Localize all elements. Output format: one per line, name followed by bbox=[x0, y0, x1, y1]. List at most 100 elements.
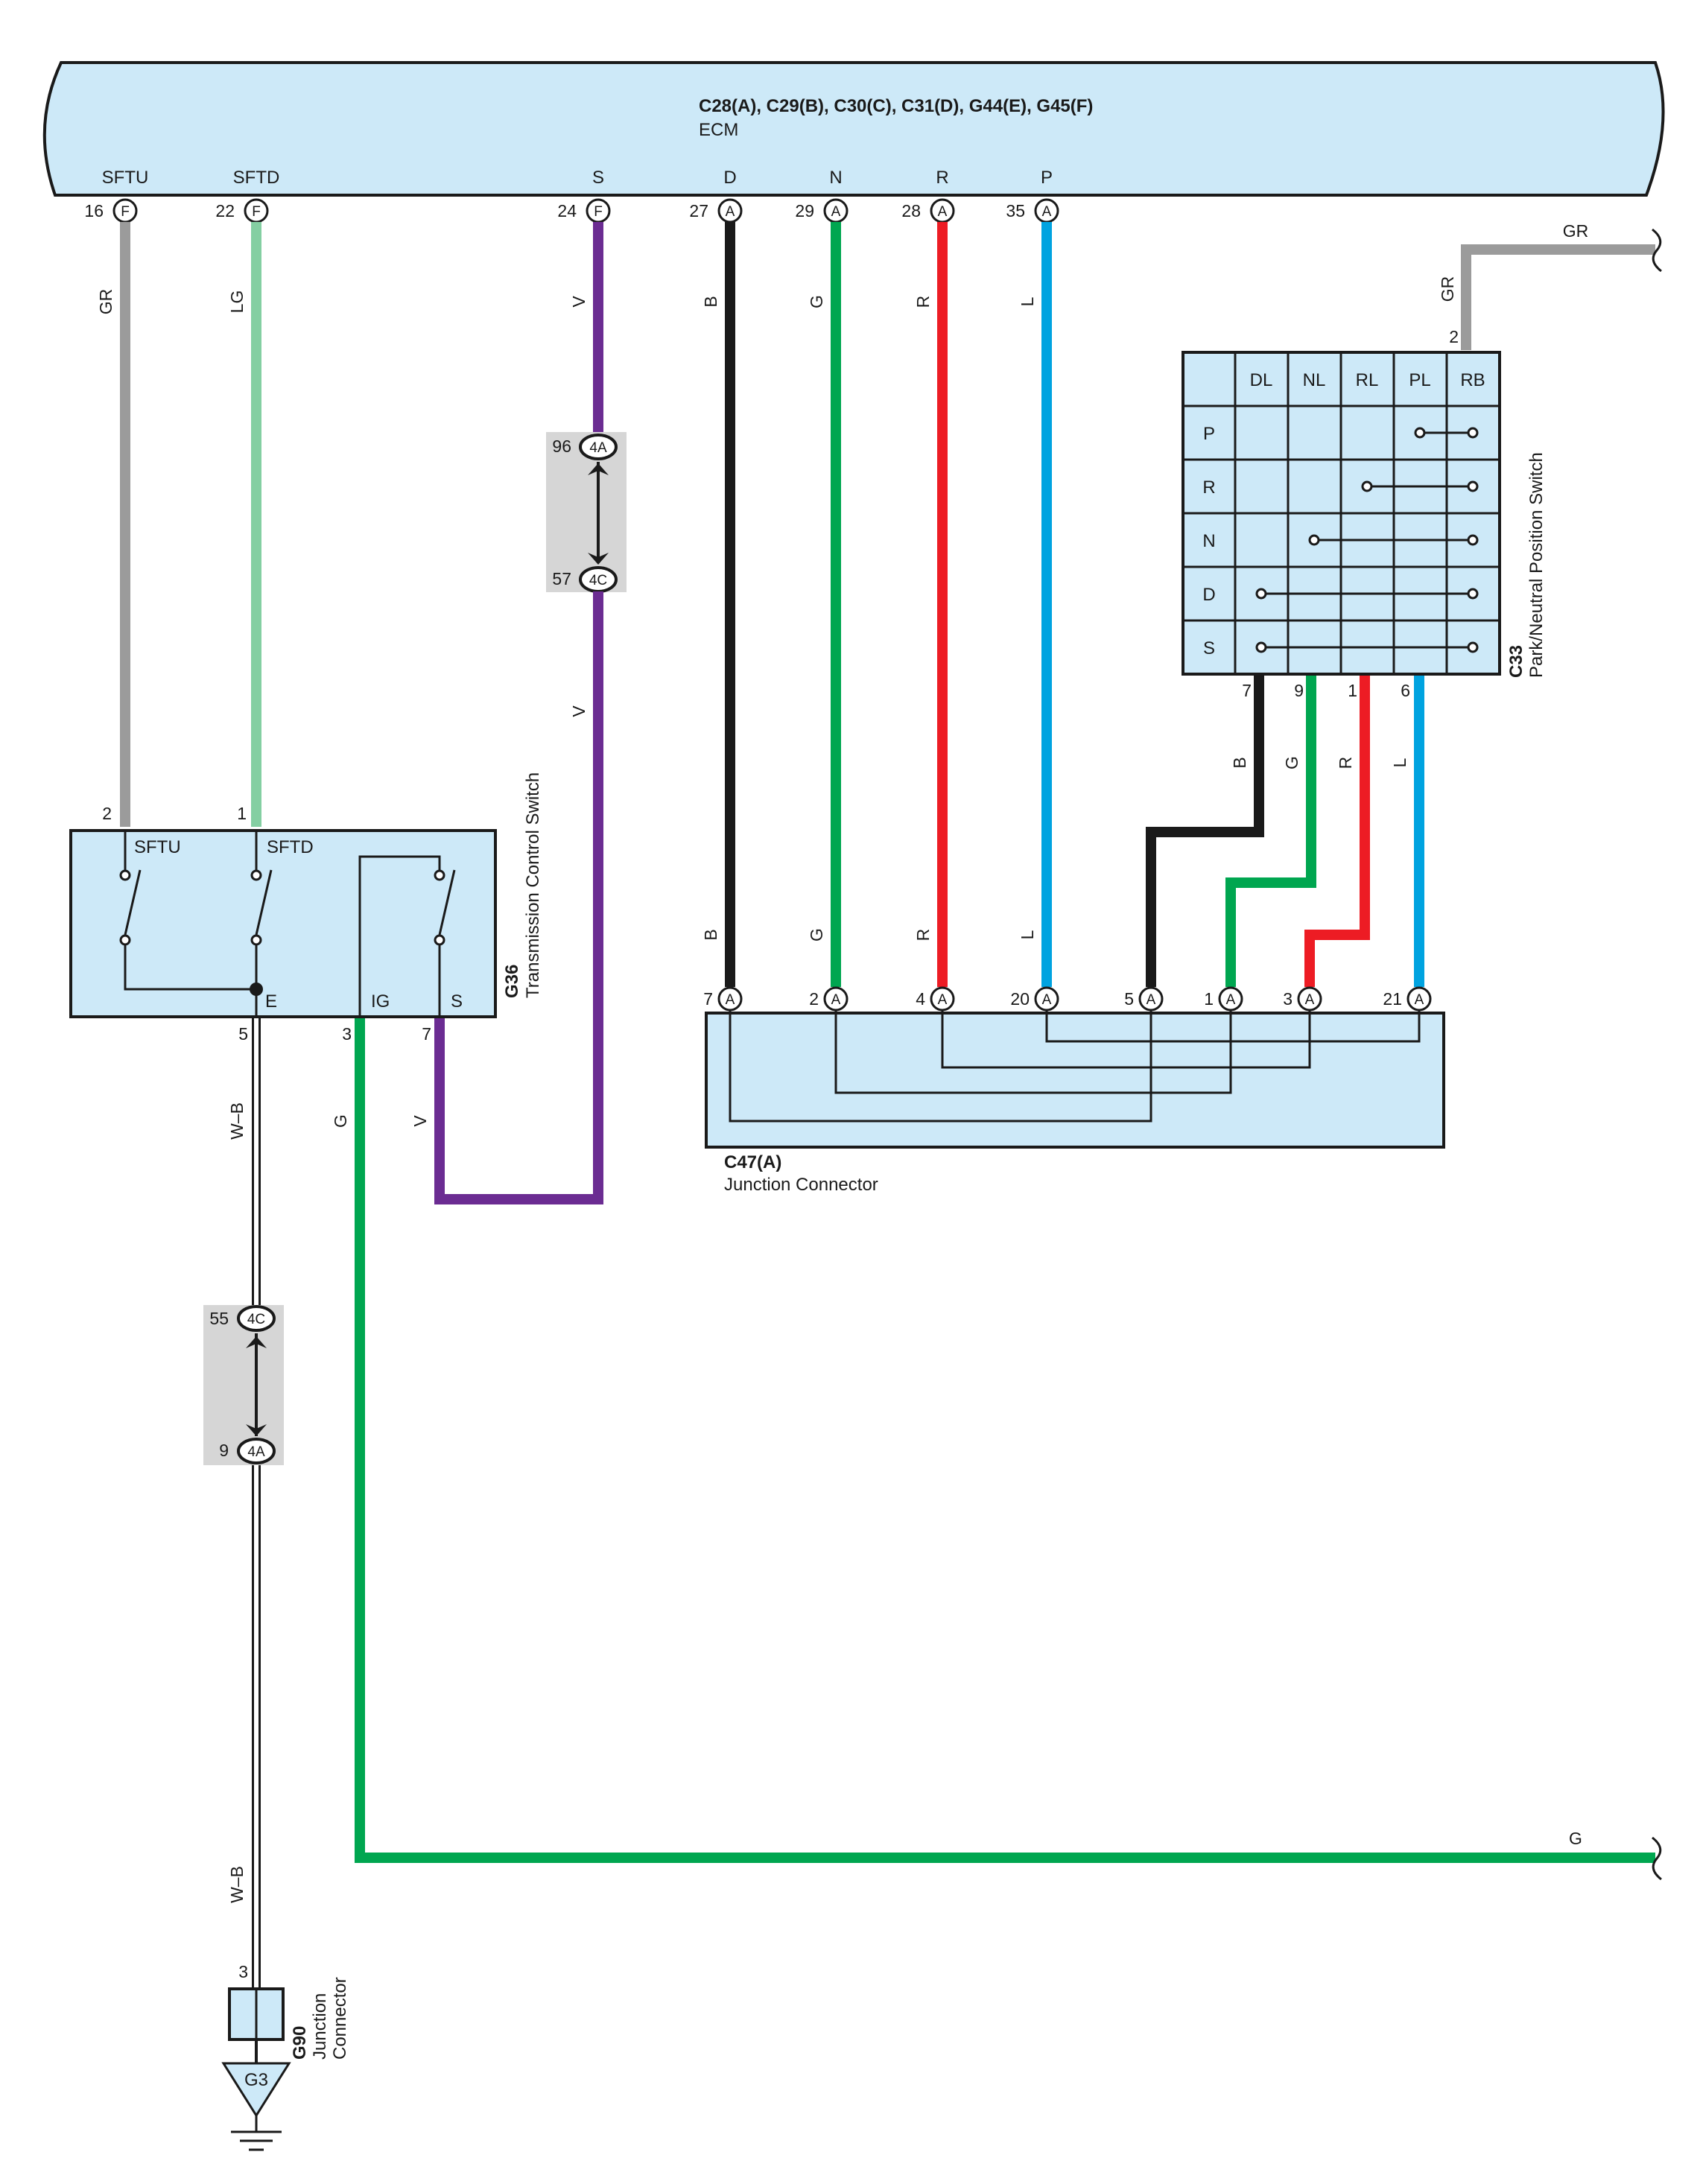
c33-pin-1: 1 bbox=[1348, 681, 1357, 700]
c47-pin-num-1: 1 bbox=[1204, 989, 1214, 1009]
c47-pin-num-21: 21 bbox=[1383, 989, 1402, 1009]
ecm-pin-num-sftd: 22 bbox=[215, 201, 235, 220]
wire-label-gr-right: GR bbox=[1563, 221, 1589, 241]
g36-name: Transmission Control Switch bbox=[523, 772, 543, 998]
ecm-conn-r: A bbox=[938, 204, 948, 220]
wire-label-gr-vertical: GR bbox=[1438, 276, 1457, 302]
wire-label-l-bot: L bbox=[1018, 930, 1037, 939]
wire-g-ig bbox=[355, 1017, 1655, 1863]
g90-id: G90 bbox=[290, 2026, 310, 2060]
c47-pin-num-2: 2 bbox=[809, 989, 819, 1009]
inline-v-bot-num: 57 bbox=[552, 569, 571, 588]
ecm-conn-sftu: F bbox=[121, 204, 130, 220]
c47-pin-num-7: 7 bbox=[703, 989, 713, 1009]
wire-label-r-top: R bbox=[913, 296, 933, 308]
c47-terminal-7 bbox=[717, 986, 743, 1012]
g36-pin-e: 5 bbox=[238, 1024, 248, 1044]
wire-r-c33 bbox=[1304, 673, 1370, 987]
inline-connector-v: 96 4A 57 4C bbox=[546, 432, 627, 593]
wire-label-lg-sftd: LG bbox=[227, 291, 247, 314]
c47-conn-5: A bbox=[1146, 992, 1156, 1008]
wire-label-v-top: V bbox=[569, 296, 589, 308]
inline-wb-bot-oval bbox=[237, 1438, 276, 1464]
c33-col-dl: DL bbox=[1250, 370, 1273, 390]
ecm-pin-num-p: 35 bbox=[1006, 201, 1025, 220]
c33-pin-9: 9 bbox=[1294, 681, 1304, 700]
c33-name: Park/Neutral Position Switch bbox=[1526, 452, 1547, 678]
inline-wb-arrow-down-icon bbox=[246, 1424, 267, 1436]
g90-pin: 3 bbox=[238, 1962, 248, 1981]
c47-pin-num-3: 3 bbox=[1283, 989, 1293, 1009]
wire-label-b-c33: B bbox=[1230, 757, 1249, 768]
c47-terminal-3 bbox=[1297, 986, 1322, 1012]
c33-pin-6: 6 bbox=[1401, 681, 1410, 700]
ground-g3: G3 bbox=[221, 2062, 291, 2151]
inline-v-top-num: 96 bbox=[552, 437, 571, 456]
wire-label-g-bot: G bbox=[807, 928, 826, 942]
wire-g-c33 bbox=[1225, 673, 1316, 987]
ecm-pin-num-sftu: 16 bbox=[84, 201, 104, 220]
ecm-pin-num-s: 24 bbox=[557, 201, 577, 220]
c47-terminal-20 bbox=[1034, 986, 1059, 1012]
c33-col-pl: PL bbox=[1409, 370, 1430, 390]
inline-wb-top-conn: 4C bbox=[247, 1312, 265, 1327]
ecm-pin-num-d: 27 bbox=[689, 201, 708, 220]
ecm-pin-label-n: N bbox=[829, 168, 842, 188]
c47-conn-20: A bbox=[1042, 992, 1052, 1008]
g36-pin-ig: 3 bbox=[342, 1024, 352, 1044]
c47-name: Junction Connector bbox=[724, 1175, 878, 1195]
c33-col-rb: RB bbox=[1460, 370, 1485, 390]
c47-terminal-21 bbox=[1406, 986, 1432, 1012]
inline-wb-bot-num: 9 bbox=[219, 1441, 229, 1460]
g36-switch: 2 1 SFTU SFTD E IG S 5 3 7 G36 Transmiss… bbox=[69, 772, 543, 1044]
ecm-conn-s: F bbox=[594, 204, 603, 220]
inline-wb-top-oval bbox=[237, 1305, 276, 1332]
ecm-conn-sftd: F bbox=[252, 204, 261, 220]
wire-label-r-bot: R bbox=[913, 929, 933, 942]
c33-row-n: N bbox=[1202, 531, 1215, 551]
inline-wb-arrow-up-icon bbox=[246, 1336, 267, 1348]
g36-term-e: E bbox=[265, 991, 277, 1012]
g36-junction-dot bbox=[250, 983, 263, 996]
ecm-pin-label-sftd: SFTD bbox=[233, 168, 280, 188]
ecm-box: C28(A), C29(B), C30(C), C31(D), G44(E), … bbox=[42, 61, 1665, 197]
wire-gr-c33 bbox=[1461, 244, 1655, 350]
c33-row-r: R bbox=[1202, 477, 1215, 498]
c47-pin-num-20: 20 bbox=[1010, 989, 1030, 1009]
ecm-pin-label-p: P bbox=[1041, 168, 1053, 188]
c47-terminal-4 bbox=[930, 986, 955, 1012]
c47-terminal-5 bbox=[1138, 986, 1164, 1012]
g36-pin-s: 7 bbox=[422, 1024, 431, 1044]
ecm-name: ECM bbox=[699, 120, 738, 140]
c33-pin-gr: 2 bbox=[1449, 327, 1459, 346]
ecm-conn-p: A bbox=[1042, 204, 1052, 220]
ecm-pin-label-d: D bbox=[723, 168, 736, 188]
g36-term-sftd: SFTD bbox=[267, 837, 314, 857]
g90-name-line1: Junction bbox=[310, 1993, 330, 2060]
break-mark-g-icon bbox=[1652, 1836, 1662, 1881]
c47-conn-21: A bbox=[1415, 992, 1424, 1008]
c47-pin-num-5: 5 bbox=[1124, 989, 1134, 1009]
c33-row-d: D bbox=[1202, 585, 1215, 605]
c47-terminal-2 bbox=[823, 986, 849, 1012]
ground-triangle-icon bbox=[221, 2062, 291, 2118]
wire-label-r-c33: R bbox=[1336, 757, 1355, 769]
g36-pin-sftu: 2 bbox=[102, 804, 112, 823]
wire-label-l-c33: L bbox=[1390, 758, 1409, 767]
c33-continuity bbox=[1255, 427, 1479, 653]
c47-pin-num-4: 4 bbox=[916, 989, 925, 1009]
wire-label-wb-bot: W–B bbox=[227, 1866, 247, 1903]
inline-v-bot-conn: 4C bbox=[589, 573, 607, 588]
ecm-pin-num-r: 28 bbox=[901, 201, 921, 220]
ecm-pin-label-sftu: SFTU bbox=[102, 168, 149, 188]
wire-label-b-bot: B bbox=[701, 929, 720, 940]
g36-term-s: S bbox=[451, 991, 463, 1012]
ecm-connector-list: C28(A), C29(B), C30(C), C31(D), G44(E), … bbox=[699, 96, 1093, 116]
inline-v-top-oval bbox=[579, 434, 618, 460]
wire-label-v-mid: V bbox=[569, 705, 589, 717]
inline-wb-top-num: 55 bbox=[209, 1309, 229, 1328]
c47-conn-1: A bbox=[1226, 992, 1236, 1008]
g36-term-ig: IG bbox=[371, 991, 390, 1012]
wire-label-b-top: B bbox=[701, 296, 720, 307]
